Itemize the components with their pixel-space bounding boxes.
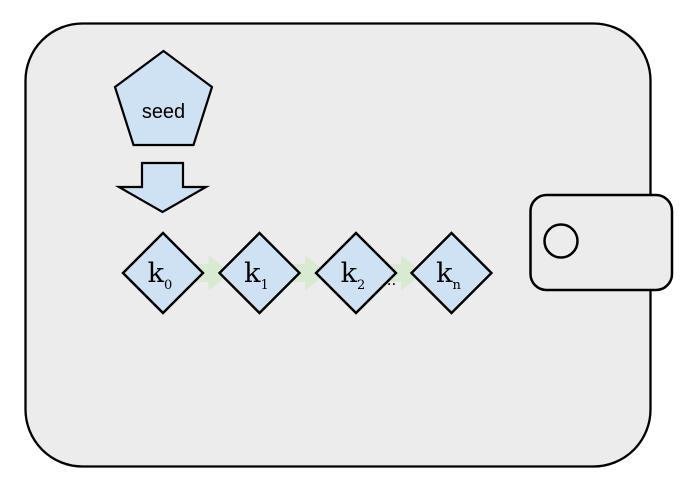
key-diamond-k0 xyxy=(121,231,205,315)
derive-arrow-icon-1 xyxy=(192,255,231,291)
derive-arrow-icon-3 xyxy=(385,255,423,291)
key-label-kn: kn xyxy=(436,258,461,293)
key-diamond-kn xyxy=(409,231,494,315)
key-label-k0: k0 xyxy=(148,258,173,293)
ellipsis-label: ... xyxy=(382,271,396,289)
seed-label: seed xyxy=(142,101,185,123)
key-label-k1: k1 xyxy=(244,258,269,293)
seed-pentagon xyxy=(113,49,214,147)
wallet-clasp-shape xyxy=(529,193,674,292)
derive-arrow-icon-2 xyxy=(289,255,327,291)
clasp-button-circle xyxy=(543,223,579,259)
key-label-k2: k2 xyxy=(341,258,366,293)
down-arrow-icon xyxy=(114,161,211,214)
key-diamond-k2 xyxy=(314,231,398,315)
key-diamond-k1 xyxy=(217,231,302,315)
